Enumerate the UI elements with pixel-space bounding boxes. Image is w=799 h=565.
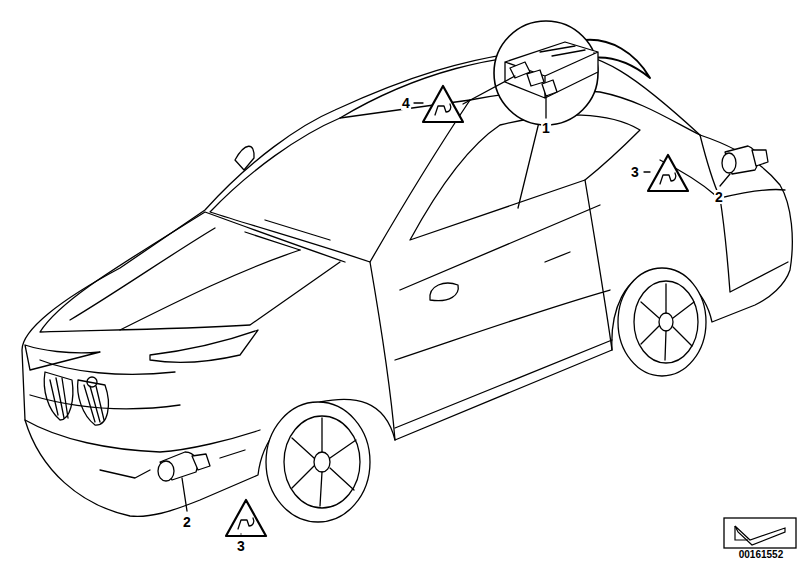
- module-connector: [510, 62, 557, 96]
- callout-number: 3: [236, 539, 246, 553]
- side-window: [410, 115, 640, 240]
- pdc-sensor-face: [158, 461, 174, 481]
- callout-number: 2: [714, 190, 724, 204]
- leader-line: [720, 174, 730, 186]
- rear-hub: [659, 313, 673, 331]
- pdc-sensor-face: [722, 153, 736, 173]
- rear-wheel: [618, 268, 706, 376]
- wiring-symbol: [226, 500, 266, 536]
- callout-number: 3: [630, 165, 640, 179]
- index-icon: [724, 518, 796, 548]
- wiring-symbol: [423, 86, 463, 122]
- front-hub: [314, 452, 330, 472]
- rear-spokes: [641, 284, 694, 360]
- callout-number: 1: [541, 121, 551, 135]
- inset-circle: [494, 21, 598, 125]
- leader-line: [545, 96, 546, 118]
- rear-bumper: [720, 198, 788, 292]
- front-spokes: [292, 418, 356, 506]
- pdc-sensor-plug: [192, 454, 210, 470]
- front-bumper: [25, 360, 260, 452]
- door-handle: [545, 252, 570, 262]
- door-line: [370, 180, 612, 440]
- headlight: [25, 330, 258, 370]
- car-body: [22, 50, 792, 516]
- side-mirror: [430, 283, 458, 301]
- callout-number: 2: [182, 515, 192, 529]
- wiper: [245, 220, 330, 250]
- leader-line: [182, 478, 187, 511]
- control-module: [505, 42, 598, 98]
- windshield: [210, 100, 470, 262]
- wiring-symbol: [648, 155, 688, 191]
- grille-bars: [50, 378, 104, 422]
- grille: [44, 372, 108, 425]
- leader-line: [414, 76, 515, 104]
- front-wheel: [266, 402, 370, 522]
- hood-line: [40, 212, 345, 332]
- module-detail: [540, 46, 585, 56]
- logo: [87, 377, 97, 387]
- side-sill: [395, 340, 612, 428]
- side-mirror: [235, 146, 254, 170]
- pdc-sensor-plug: [752, 150, 768, 166]
- b-pillar: [518, 118, 540, 208]
- figure-id: 00161552: [738, 550, 785, 560]
- front-rim: [284, 416, 360, 508]
- leader-line: [644, 171, 650, 172]
- rear-rim: [634, 281, 698, 363]
- callout-number: 4: [401, 96, 411, 110]
- hood-crease: [70, 228, 300, 330]
